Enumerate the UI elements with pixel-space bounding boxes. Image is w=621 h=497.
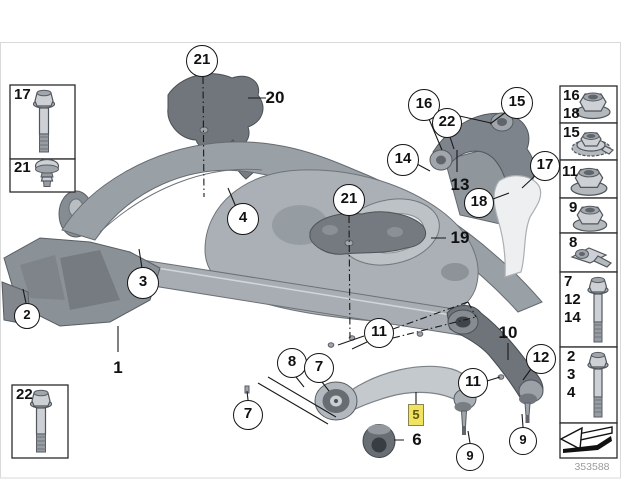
box-part-number-14: 14 <box>564 309 581 326</box>
box-part-number-12: 12 <box>564 291 581 308</box>
highlighted-part-5-tag: 5 <box>408 404 424 426</box>
callout-11: 11 <box>458 368 488 398</box>
callout-18: 18 <box>464 188 494 218</box>
box-part-number-18: 18 <box>563 105 580 122</box>
fastener-box-21 <box>9 158 76 193</box>
part-label-19: 19 <box>450 228 470 247</box>
callout-7: 7 <box>304 353 334 383</box>
leader-lines <box>22 76 537 444</box>
box-part-number-3: 3 <box>567 366 576 383</box>
callout-7: 7 <box>233 400 263 430</box>
callout-12: 12 <box>526 344 556 374</box>
callout-11: 11 <box>364 318 394 348</box>
callout-21: 21 <box>333 184 365 216</box>
callout-14: 14 <box>387 144 419 176</box>
diagram-number: 353588 <box>574 461 610 473</box>
fastener-column <box>559 85 618 459</box>
box-part-number-22: 22 <box>16 386 33 403</box>
rubber-bushing-6 <box>362 424 396 458</box>
callout-3: 3 <box>127 267 159 299</box>
box-part-number-9: 9 <box>569 199 578 216</box>
part-label-10: 10 <box>498 323 518 342</box>
box-part-number-2: 2 <box>567 348 576 365</box>
box-part-number-4: 4 <box>567 384 576 401</box>
callout-17: 17 <box>530 151 560 181</box>
fastener-box-22 <box>11 384 69 459</box>
part-label-1: 1 <box>113 358 123 377</box>
wishbone-10 <box>446 305 544 423</box>
box-part-number-15: 15 <box>563 124 580 141</box>
box-part-number-21: 21 <box>14 159 31 176</box>
box-part-number-17: 17 <box>14 86 31 103</box>
box-part-number-8: 8 <box>569 234 578 251</box>
bracket-18 <box>493 175 542 278</box>
box-part-number-7: 7 <box>564 273 573 290</box>
box-part-number-16: 16 <box>563 87 580 104</box>
direction-arrow-icon <box>559 426 613 453</box>
callout-15: 15 <box>501 87 533 119</box>
box-part-number-11: 11 <box>562 163 578 180</box>
part-label-6: 6 <box>412 430 422 449</box>
callout-9: 9 <box>509 427 537 455</box>
callout-8: 8 <box>277 348 307 378</box>
heat-shield-19 <box>309 211 427 255</box>
callout-9: 9 <box>456 443 484 471</box>
part-label-13: 13 <box>450 175 470 194</box>
callout-2: 2 <box>14 303 40 329</box>
callout-22: 22 <box>432 108 462 138</box>
callout-4: 4 <box>227 203 259 235</box>
callout-21: 21 <box>186 45 218 77</box>
part-label-20: 20 <box>265 88 285 107</box>
